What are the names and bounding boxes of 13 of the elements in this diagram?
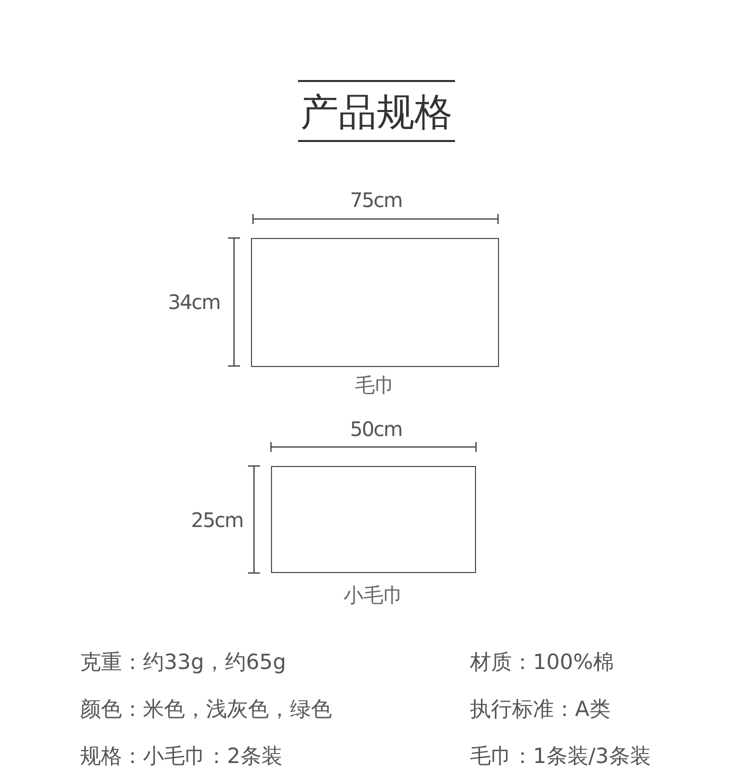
spec-text: 克重：约33g，约65g — [80, 649, 286, 676]
dimension-label: 50cm — [350, 417, 402, 441]
spec-text: 执行标准：A类 — [470, 696, 610, 723]
dimension-label: 25cm — [191, 508, 243, 532]
towel-caption: 毛巾 — [355, 372, 395, 399]
towel-caption: 小毛巾 — [344, 582, 404, 609]
spec-text: 规格：小毛巾：2条装 — [80, 743, 282, 769]
spec-text: 颜色：米色，浅灰色，绿色 — [80, 696, 332, 723]
dimension-label: 75cm — [350, 188, 402, 212]
dimension-label: 34cm — [168, 290, 220, 314]
section-title: 产品规格 — [298, 80, 455, 142]
spec-text: 毛巾：1条装/3条装 — [470, 743, 651, 769]
spec-text: 材质：100%棉 — [470, 649, 614, 676]
